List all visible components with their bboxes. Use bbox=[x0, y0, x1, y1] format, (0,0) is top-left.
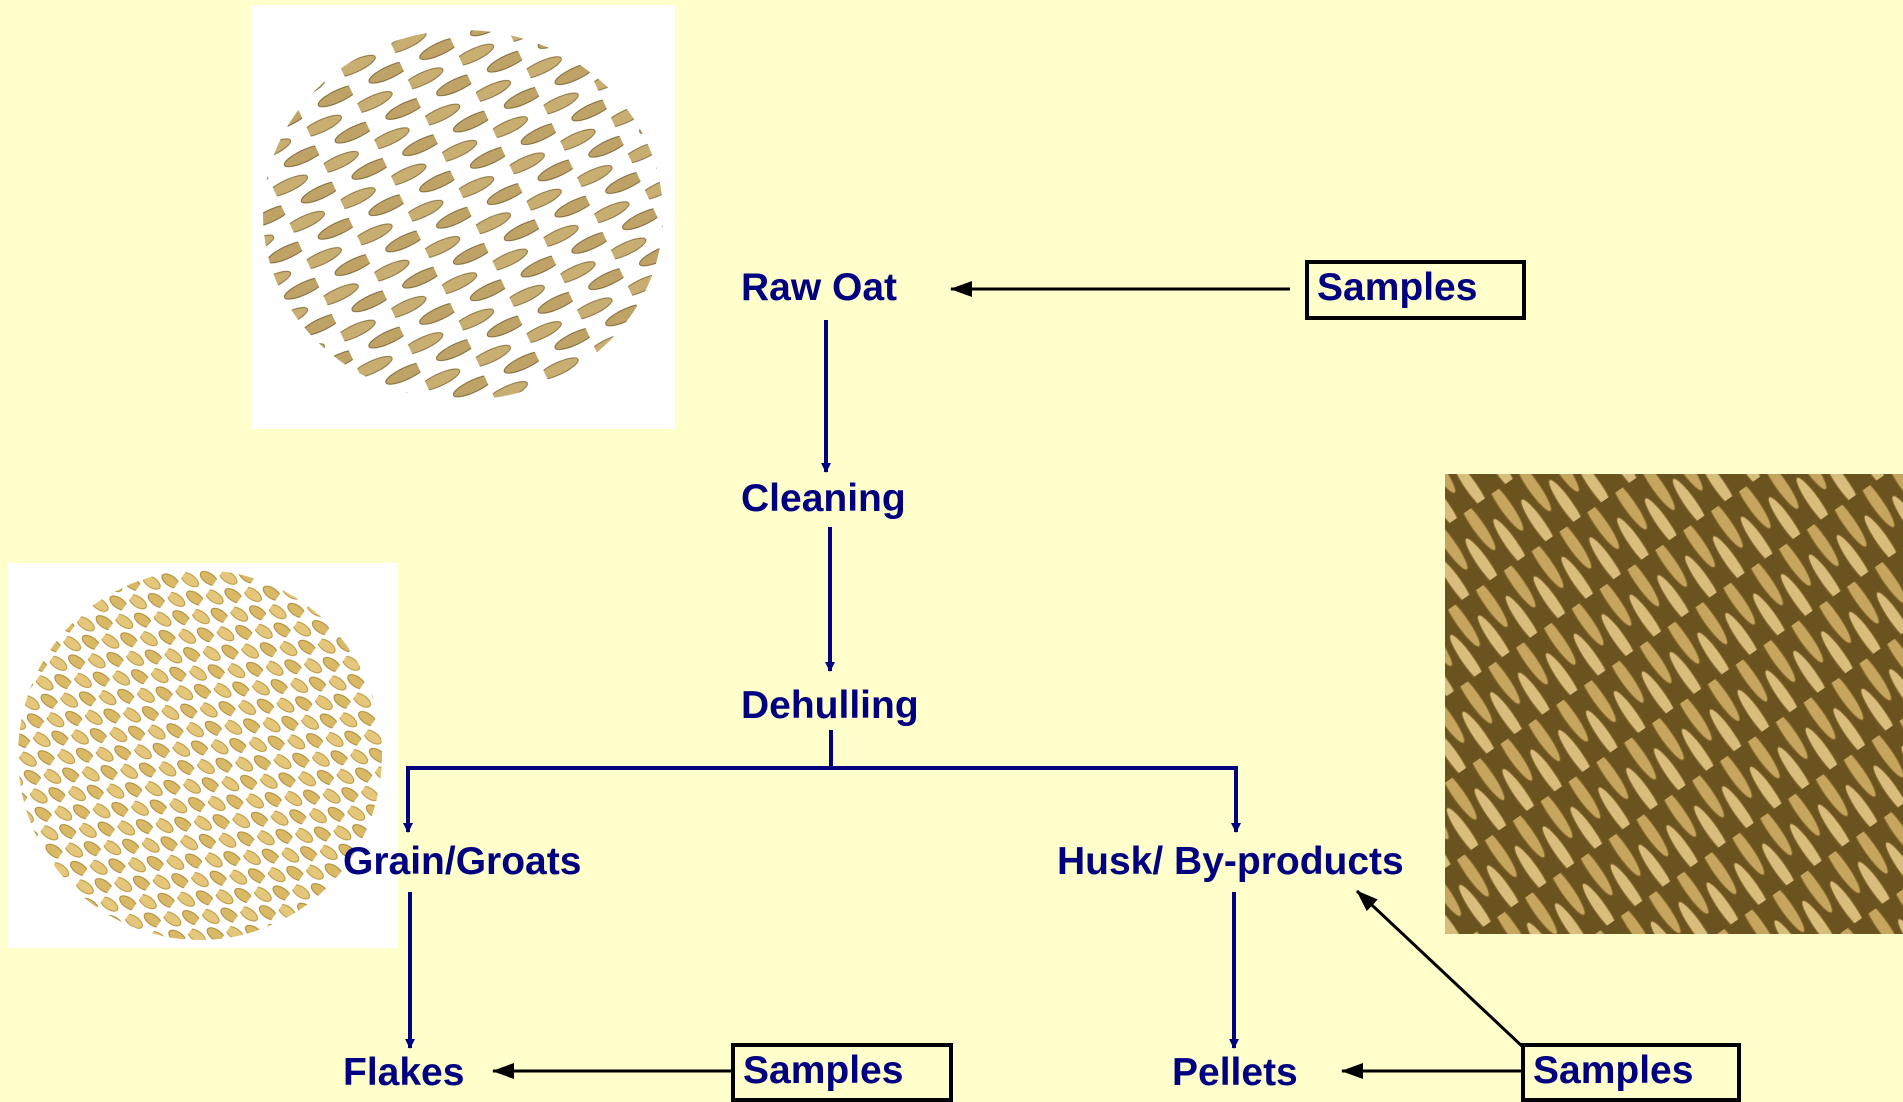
samples-box-pellets: Samples bbox=[1521, 1043, 1741, 1102]
raw-oat-grains-photo bbox=[251, 5, 675, 429]
branch-connector bbox=[408, 730, 831, 832]
node-dehulling: Dehulling bbox=[741, 686, 919, 725]
oat-groats-photo bbox=[8, 563, 398, 948]
oat-husks-photo bbox=[1445, 474, 1903, 934]
samples-label: Samples bbox=[1533, 1051, 1693, 1090]
samples-box-raw-oat: Samples bbox=[1305, 260, 1526, 320]
node-husk-byproducts: Husk/ By-products bbox=[1057, 842, 1404, 881]
samples-label: Samples bbox=[1317, 268, 1477, 307]
samples-label: Samples bbox=[743, 1051, 903, 1090]
node-pellets: Pellets bbox=[1172, 1053, 1298, 1092]
samples-box-flakes: Samples bbox=[731, 1043, 953, 1102]
node-cleaning: Cleaning bbox=[741, 479, 906, 518]
node-grain-groats: Grain/Groats bbox=[343, 842, 581, 881]
node-flakes: Flakes bbox=[343, 1053, 464, 1092]
branch-connector-right bbox=[831, 768, 1236, 832]
node-raw-oat: Raw Oat bbox=[741, 268, 897, 307]
